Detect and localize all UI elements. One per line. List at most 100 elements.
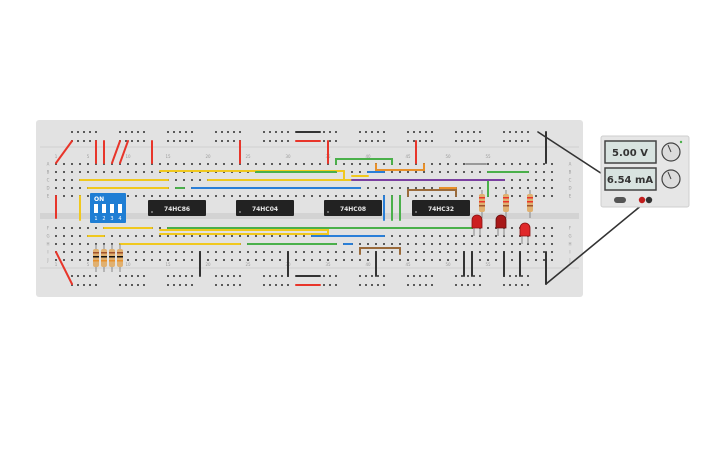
breadboard-hole[interactable] — [185, 140, 187, 142]
breadboard-hole[interactable] — [473, 284, 475, 286]
breadboard-hole[interactable] — [295, 251, 297, 253]
breadboard-hole[interactable] — [455, 140, 457, 142]
breadboard-hole[interactable] — [335, 251, 337, 253]
breadboard-hole[interactable] — [173, 284, 175, 286]
breadboard-hole[interactable] — [135, 195, 137, 197]
breadboard-hole[interactable] — [303, 235, 305, 237]
breadboard-hole[interactable] — [335, 259, 337, 261]
breadboard-hole[interactable] — [383, 284, 385, 286]
breadboard-hole[interactable] — [227, 140, 229, 142]
breadboard-hole[interactable] — [503, 140, 505, 142]
breadboard-hole[interactable] — [527, 179, 529, 181]
breadboard-hole[interactable] — [423, 251, 425, 253]
breadboard-hole[interactable] — [431, 275, 433, 277]
breadboard-hole[interactable] — [131, 284, 133, 286]
breadboard-hole[interactable] — [151, 171, 153, 173]
breadboard-hole[interactable] — [95, 284, 97, 286]
breadboard-hole[interactable] — [407, 187, 409, 189]
breadboard-hole[interactable] — [463, 235, 465, 237]
breadboard-hole[interactable] — [215, 140, 217, 142]
chip-74hc04[interactable]: 74HC04 — [236, 200, 294, 216]
breadboard-hole[interactable] — [399, 163, 401, 165]
breadboard-hole[interactable] — [233, 284, 235, 286]
breadboard-hole[interactable] — [279, 259, 281, 261]
breadboard-hole[interactable] — [111, 163, 113, 165]
breadboard-hole[interactable] — [55, 187, 57, 189]
breadboard-hole[interactable] — [89, 131, 91, 133]
breadboard-hole[interactable] — [359, 259, 361, 261]
breadboard-hole[interactable] — [551, 195, 553, 197]
breadboard-hole[interactable] — [407, 251, 409, 253]
breadboard-hole[interactable] — [287, 235, 289, 237]
breadboard-hole[interactable] — [215, 284, 217, 286]
breadboard-hole[interactable] — [415, 171, 417, 173]
breadboard-hole[interactable] — [87, 171, 89, 173]
breadboard-hole[interactable] — [551, 187, 553, 189]
breadboard-hole[interactable] — [271, 195, 273, 197]
breadboard-hole[interactable] — [63, 259, 65, 261]
breadboard-hole[interactable] — [551, 243, 553, 245]
breadboard-hole[interactable] — [543, 163, 545, 165]
breadboard-hole[interactable] — [287, 163, 289, 165]
breadboard-hole[interactable] — [263, 251, 265, 253]
breadboard-hole[interactable] — [303, 195, 305, 197]
breadboard-hole[interactable] — [63, 179, 65, 181]
chip-74hc08[interactable]: 74HC08 — [324, 200, 382, 216]
breadboard-hole[interactable] — [463, 163, 465, 165]
breadboard-hole[interactable] — [535, 179, 537, 181]
breadboard-hole[interactable] — [399, 235, 401, 237]
breadboard-hole[interactable] — [87, 243, 89, 245]
breadboard-hole[interactable] — [311, 195, 313, 197]
breadboard-hole[interactable] — [511, 251, 513, 253]
breadboard-hole[interactable] — [95, 131, 97, 133]
breadboard-hole[interactable] — [127, 171, 129, 173]
breadboard-hole[interactable] — [247, 251, 249, 253]
breadboard-hole[interactable] — [527, 259, 529, 261]
breadboard-hole[interactable] — [77, 284, 79, 286]
breadboard-hole[interactable] — [535, 235, 537, 237]
breadboard-hole[interactable] — [125, 140, 127, 142]
breadboard-hole[interactable] — [111, 171, 113, 173]
breadboard-hole[interactable] — [359, 131, 361, 133]
breadboard-hole[interactable] — [281, 284, 283, 286]
breadboard-hole[interactable] — [255, 235, 257, 237]
breadboard-hole[interactable] — [413, 140, 415, 142]
breadboard-hole[interactable] — [425, 140, 427, 142]
breadboard-hole[interactable] — [461, 284, 463, 286]
breadboard-hole[interactable] — [323, 275, 325, 277]
breadboard-hole[interactable] — [535, 251, 537, 253]
breadboard-hole[interactable] — [447, 251, 449, 253]
breadboard-hole[interactable] — [511, 235, 513, 237]
breadboard-hole[interactable] — [239, 259, 241, 261]
breadboard-hole[interactable] — [87, 163, 89, 165]
breadboard-hole[interactable] — [119, 131, 121, 133]
breadboard-hole[interactable] — [365, 275, 367, 277]
breadboard-hole[interactable] — [263, 275, 265, 277]
breadboard-hole[interactable] — [463, 187, 465, 189]
breadboard-hole[interactable] — [263, 140, 265, 142]
breadboard-hole[interactable] — [431, 163, 433, 165]
breadboard-hole[interactable] — [439, 243, 441, 245]
breadboard-hole[interactable] — [447, 243, 449, 245]
breadboard-hole[interactable] — [407, 235, 409, 237]
breadboard-hole[interactable] — [275, 131, 277, 133]
breadboard-hole[interactable] — [55, 163, 57, 165]
breadboard-hole[interactable] — [329, 275, 331, 277]
breadboard-hole[interactable] — [329, 284, 331, 286]
breadboard-hole[interactable] — [407, 163, 409, 165]
breadboard-hole[interactable] — [173, 275, 175, 277]
breadboard-hole[interactable] — [479, 243, 481, 245]
breadboard-hole[interactable] — [239, 195, 241, 197]
resistor-array[interactable] — [93, 244, 123, 272]
breadboard-hole[interactable] — [535, 259, 537, 261]
breadboard-hole[interactable] — [431, 284, 433, 286]
breadboard-hole[interactable] — [479, 259, 481, 261]
breadboard[interactable] — [36, 120, 583, 297]
breadboard-hole[interactable] — [479, 131, 481, 133]
breadboard-hole[interactable] — [365, 131, 367, 133]
breadboard-hole[interactable] — [63, 187, 65, 189]
breadboard-hole[interactable] — [335, 284, 337, 286]
breadboard-hole[interactable] — [63, 195, 65, 197]
breadboard-hole[interactable] — [215, 235, 217, 237]
breadboard-hole[interactable] — [415, 259, 417, 261]
